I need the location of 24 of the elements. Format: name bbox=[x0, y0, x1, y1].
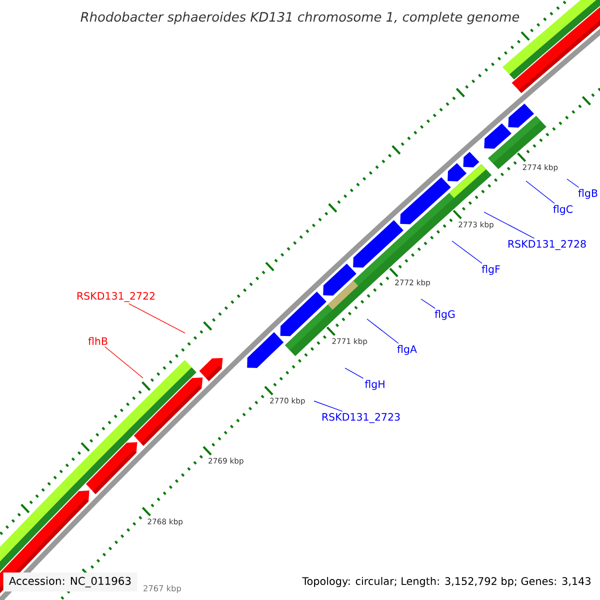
leader-line bbox=[366, 318, 399, 344]
gene-label: RSKD131_2728 bbox=[508, 240, 586, 250]
leader-line bbox=[128, 303, 186, 334]
title: Rhodobacter sphaeroides KD131 chromosome 1, complete genome bbox=[80, 12, 520, 24]
genome-info-text: Topology: circular; Length: 3,152,792 bp; Genes: 3,143 bbox=[302, 576, 590, 588]
leader-line bbox=[314, 400, 343, 412]
gene-label: flgC bbox=[553, 205, 572, 215]
leader-line bbox=[566, 178, 580, 188]
gene-label: flhB bbox=[88, 337, 108, 345]
leader-line bbox=[526, 180, 555, 204]
accession-box: Accession: NC_011963 bbox=[3, 572, 138, 592]
leader-line bbox=[452, 240, 482, 264]
gene-label: flgF bbox=[482, 265, 500, 275]
gene-label: flgA bbox=[397, 345, 417, 355]
gene-label: flgG bbox=[434, 310, 455, 320]
tick-label: 2767 kbp bbox=[144, 585, 181, 593]
leader-line bbox=[344, 368, 364, 379]
leader-line bbox=[484, 212, 535, 239]
gene-label: RSKD131_2723 bbox=[322, 413, 400, 424]
gene-label: RSKD131_2722 bbox=[77, 292, 155, 302]
leader-line bbox=[420, 298, 436, 309]
leader-line bbox=[104, 346, 144, 378]
gene-label: flgB bbox=[578, 189, 598, 199]
gene-label: flgH bbox=[364, 380, 384, 390]
